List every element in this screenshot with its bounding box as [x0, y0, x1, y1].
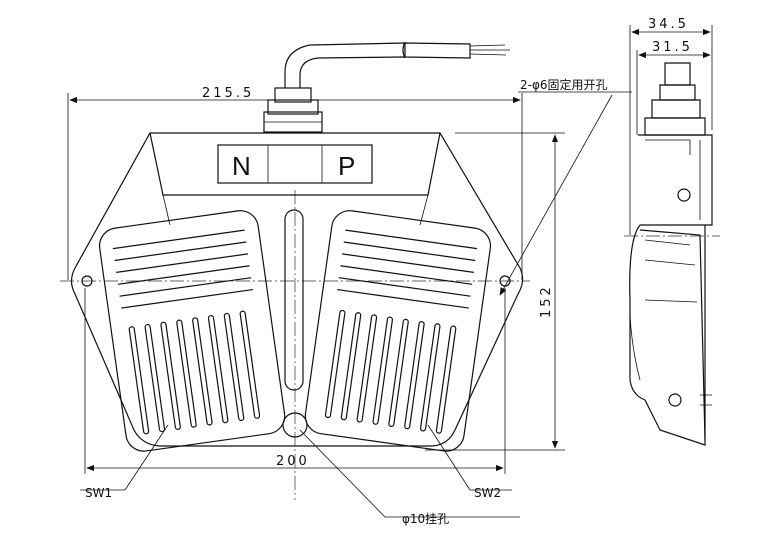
leader-sw1 [124, 424, 169, 491]
sw1-label: SW1 [85, 486, 112, 500]
p-label: P [338, 151, 355, 181]
side-view [629, 62, 713, 446]
sw2-label: SW2 [474, 486, 501, 500]
hang-hole-label: φ10挂孔 [402, 512, 449, 526]
pedal-sw2 [304, 210, 492, 452]
dim-side-outer: 34.5 [648, 17, 689, 32]
pedal-sw1 [98, 210, 286, 452]
housing-outline [70, 132, 524, 447]
leader-hang-hole [299, 429, 386, 518]
dim-side-inner: 31.5 [652, 40, 693, 55]
dim-height: 152 [539, 284, 554, 318]
mount-holes-label: 2-φ6固定用开孔 [520, 77, 608, 92]
center-slot [284, 209, 304, 391]
cable-gland [263, 87, 323, 133]
leader-sw2 [427, 424, 471, 491]
np-label-plate [217, 144, 373, 184]
dim-base-width: 200 [276, 454, 310, 469]
mount-hole-left [81, 275, 93, 287]
n-label: N [232, 151, 251, 181]
housing-top-panel [149, 132, 441, 196]
hang-hole [282, 412, 308, 438]
cable [284, 41, 510, 88]
dim-overall-width: 215.5 [202, 86, 254, 101]
